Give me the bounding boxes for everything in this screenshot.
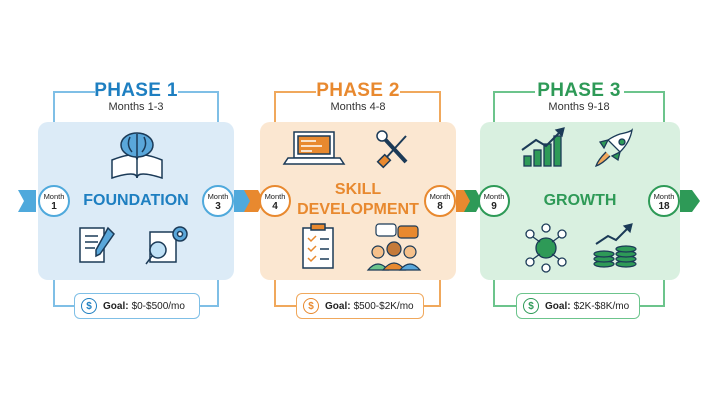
dollar-coin-icon: $ [523, 298, 539, 314]
phase3-months: Months 9-18 [548, 101, 610, 113]
team-chat-icon [366, 223, 422, 271]
month-3-marker: Month 3 [202, 185, 234, 217]
ribbon-start [18, 190, 36, 212]
phase3-panel [480, 122, 680, 280]
month-number: 8 [437, 201, 443, 212]
laptop-code-icon [282, 131, 346, 165]
month-label: Month [264, 192, 286, 201]
month-label: Month [653, 192, 675, 201]
phase2-title: PHASE 2 [316, 80, 400, 101]
coins-growth-icon [593, 223, 637, 268]
phase1-months: Months 1-3 [108, 101, 164, 113]
month-number: 4 [272, 201, 278, 212]
ribbon-end [680, 190, 700, 212]
document-pen-icon [79, 226, 115, 263]
phase1-label: FOUNDATION [83, 192, 189, 209]
network-hub-icon [525, 223, 567, 273]
month-label: Month [207, 192, 229, 201]
month-label: Month [483, 192, 505, 201]
wrench-screwdriver-icon [376, 130, 408, 169]
month-4-marker: Month 4 [259, 185, 291, 217]
phase2-label-line2: DEVELOPMENT [297, 201, 419, 218]
month-label: Month [43, 192, 65, 201]
month-number: 3 [215, 201, 221, 212]
month-1-marker: Month 1 [38, 185, 70, 217]
ribbon-p3-in [464, 190, 482, 212]
goal-value: $2K-$8K/mo [573, 300, 630, 312]
phase3-goal: $ Goal: $2K-$8K/mo [516, 293, 640, 319]
dollar-coin-icon: $ [81, 298, 97, 314]
goal-value: $500-$2K/mo [353, 300, 414, 312]
month-number: 18 [658, 201, 670, 212]
goal-label: Goal: [545, 300, 571, 312]
rocket-icon [594, 128, 633, 168]
phase2-label-line1: SKILL [334, 181, 382, 198]
phase3-label: GROWTH [543, 192, 617, 209]
month-18-marker: Month 18 [648, 185, 680, 217]
goal-label: Goal: [325, 300, 351, 312]
phase1-goal: $ Goal: $0-$500/mo [74, 293, 200, 319]
magnifier-gear-icon [145, 226, 188, 265]
clipboard-checklist-icon [302, 223, 334, 269]
month-number: 9 [491, 201, 497, 212]
goal-label: Goal: [103, 300, 129, 312]
phase2-goal: $ Goal: $500-$2K/mo [296, 293, 424, 319]
phase1-title: PHASE 1 [94, 80, 178, 101]
month-number: 1 [51, 201, 57, 212]
month-label: Month [429, 192, 451, 201]
month-9-marker: Month 9 [478, 185, 510, 217]
goal-value: $0-$500/mo [131, 300, 185, 312]
dollar-coin-icon: $ [303, 298, 319, 314]
phase2-panel [260, 122, 456, 280]
month-8-marker: Month 8 [424, 185, 456, 217]
brain-book-icon [111, 132, 163, 180]
bar-chart-up-icon [521, 127, 565, 167]
phase3-title: PHASE 3 [537, 80, 621, 101]
phase2-months: Months 4-8 [330, 101, 386, 113]
